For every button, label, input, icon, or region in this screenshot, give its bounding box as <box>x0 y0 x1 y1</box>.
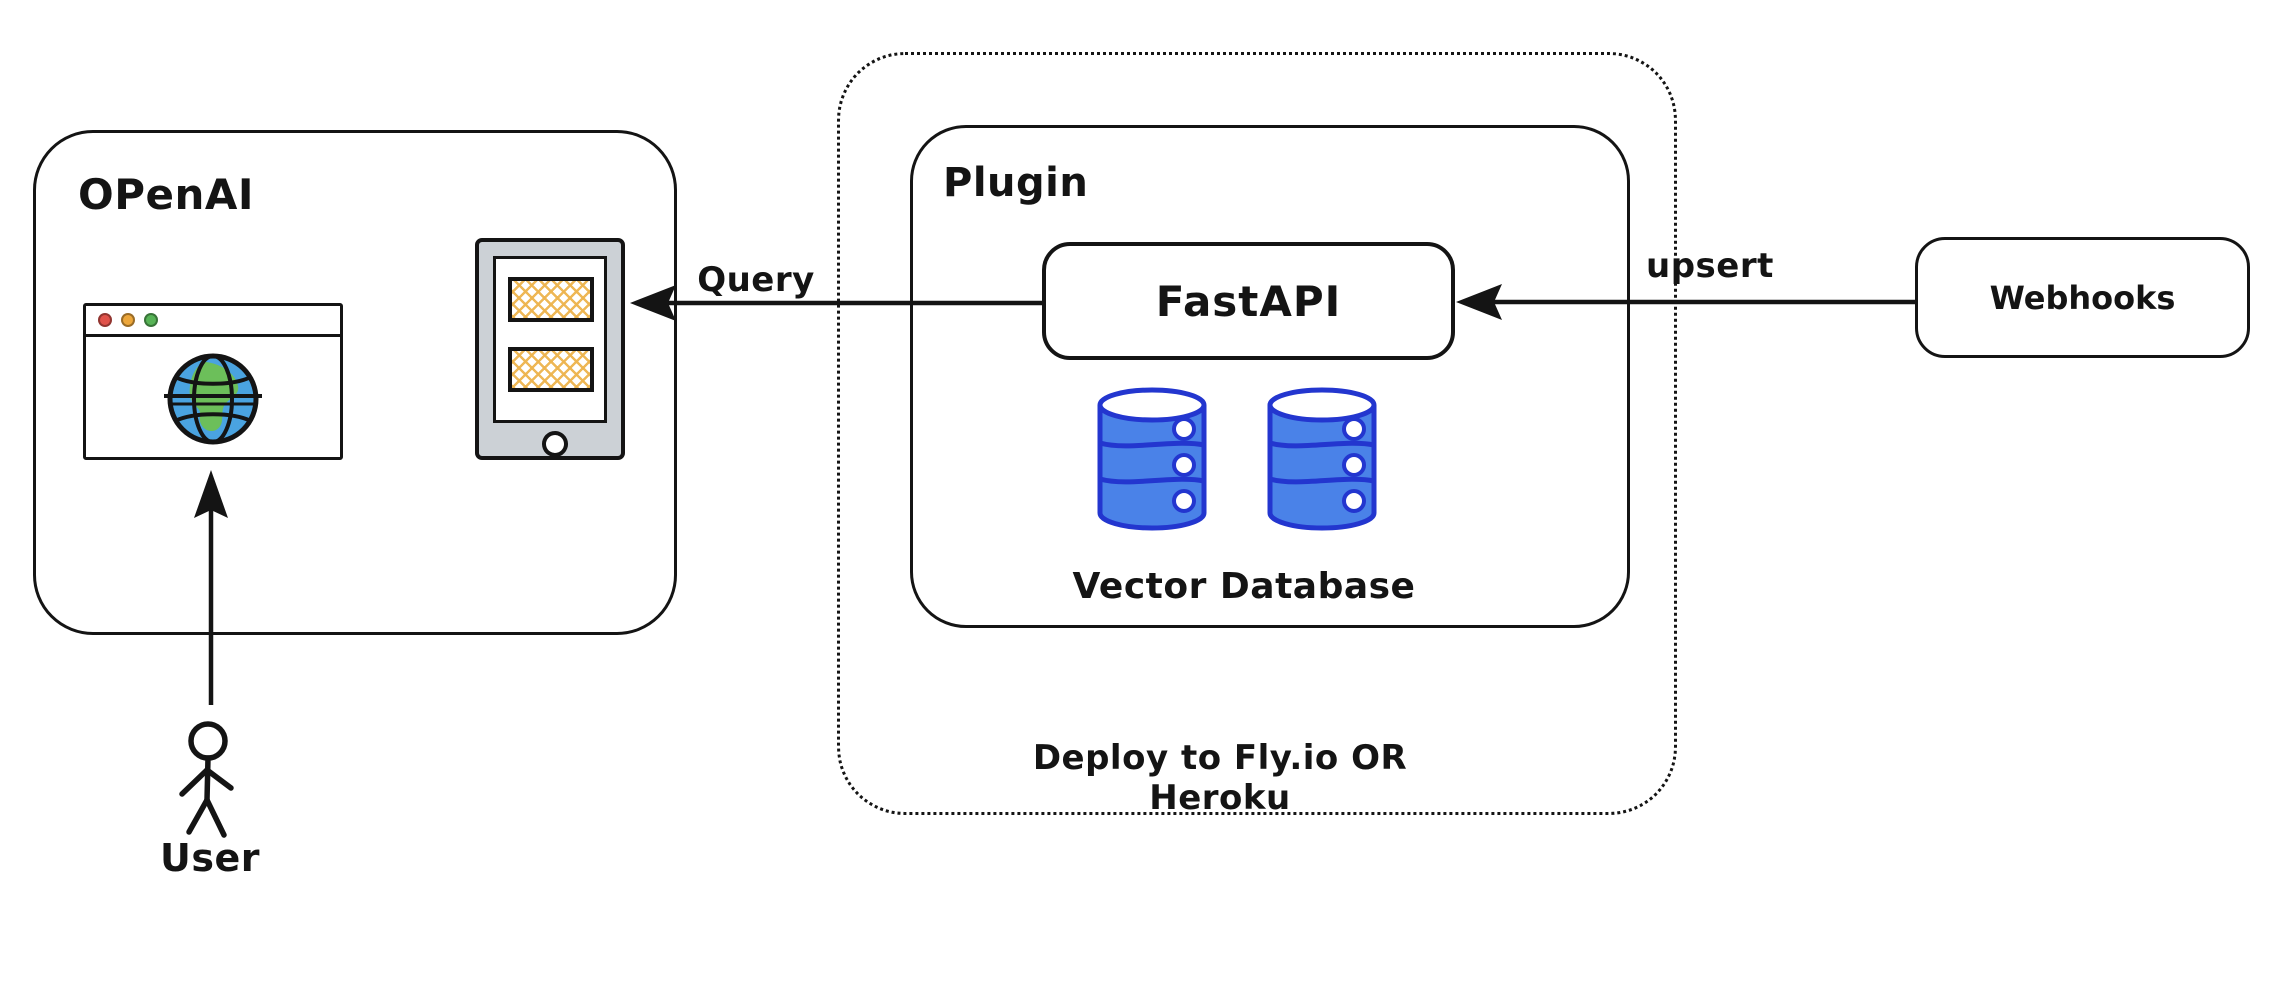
fastapi-label: FastAPI <box>1155 276 1342 326</box>
traffic-light-red-icon <box>98 313 112 327</box>
deploy-container <box>837 52 1677 815</box>
query-arrow-label: Query <box>697 260 815 300</box>
plugin-box <box>910 125 1630 628</box>
user-label: User <box>160 836 260 880</box>
browser-icon <box>83 303 343 460</box>
home-button-icon <box>539 428 571 460</box>
webhooks-label: Webhooks <box>1989 278 2176 317</box>
traffic-light-green-icon <box>144 313 158 327</box>
openai-label: OPenAI <box>78 170 255 219</box>
vector-database-label: Vector Database <box>1072 566 1416 607</box>
webhooks-box: Webhooks <box>1915 237 2250 358</box>
globe-icon <box>164 353 262 444</box>
browser-body <box>86 340 340 457</box>
tablet-icon <box>475 238 625 460</box>
tablet-screen <box>493 256 607 423</box>
stick-figure-icon <box>179 721 234 838</box>
deploy-note-label: Deploy to Fly.io OR Heroku <box>1032 738 1408 818</box>
fastapi-box: FastAPI <box>1042 242 1455 360</box>
upsert-arrow-label: upsert <box>1646 246 1774 286</box>
hatched-card <box>508 347 594 392</box>
hatched-card <box>508 277 594 322</box>
plugin-label: Plugin <box>943 160 1089 206</box>
browser-titlebar <box>86 306 340 337</box>
traffic-light-amber-icon <box>121 313 135 327</box>
